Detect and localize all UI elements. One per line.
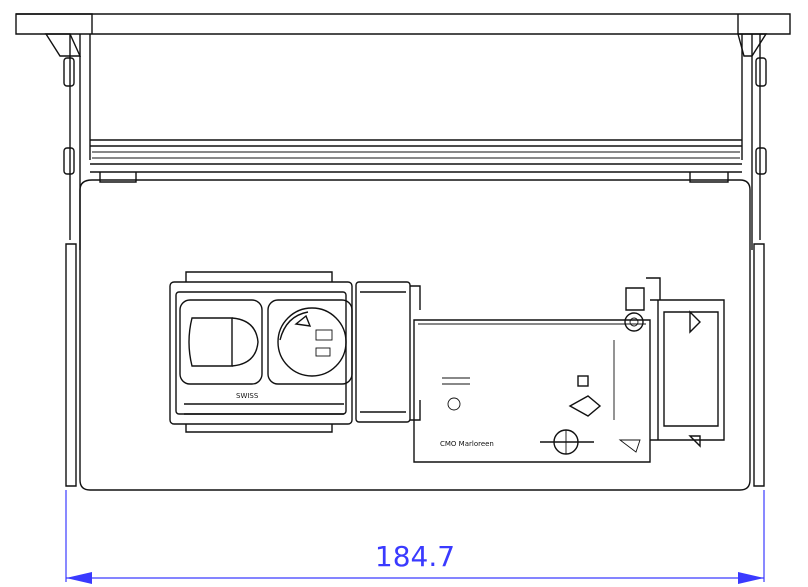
spacer-block	[355, 281, 421, 423]
rj45-connector	[624, 277, 725, 448]
socket-marking: SWISS	[236, 392, 259, 400]
module-label: CMO Marloreen	[440, 440, 494, 448]
socket-module: SWISS	[169, 271, 353, 433]
dimension-label: 184.7	[375, 540, 455, 573]
width-dimension: 184.7	[65, 490, 765, 584]
top-flange	[15, 13, 791, 57]
main-box	[65, 179, 765, 491]
lid-body	[63, 34, 767, 250]
data-module: CMO Marloreen	[413, 319, 651, 463]
